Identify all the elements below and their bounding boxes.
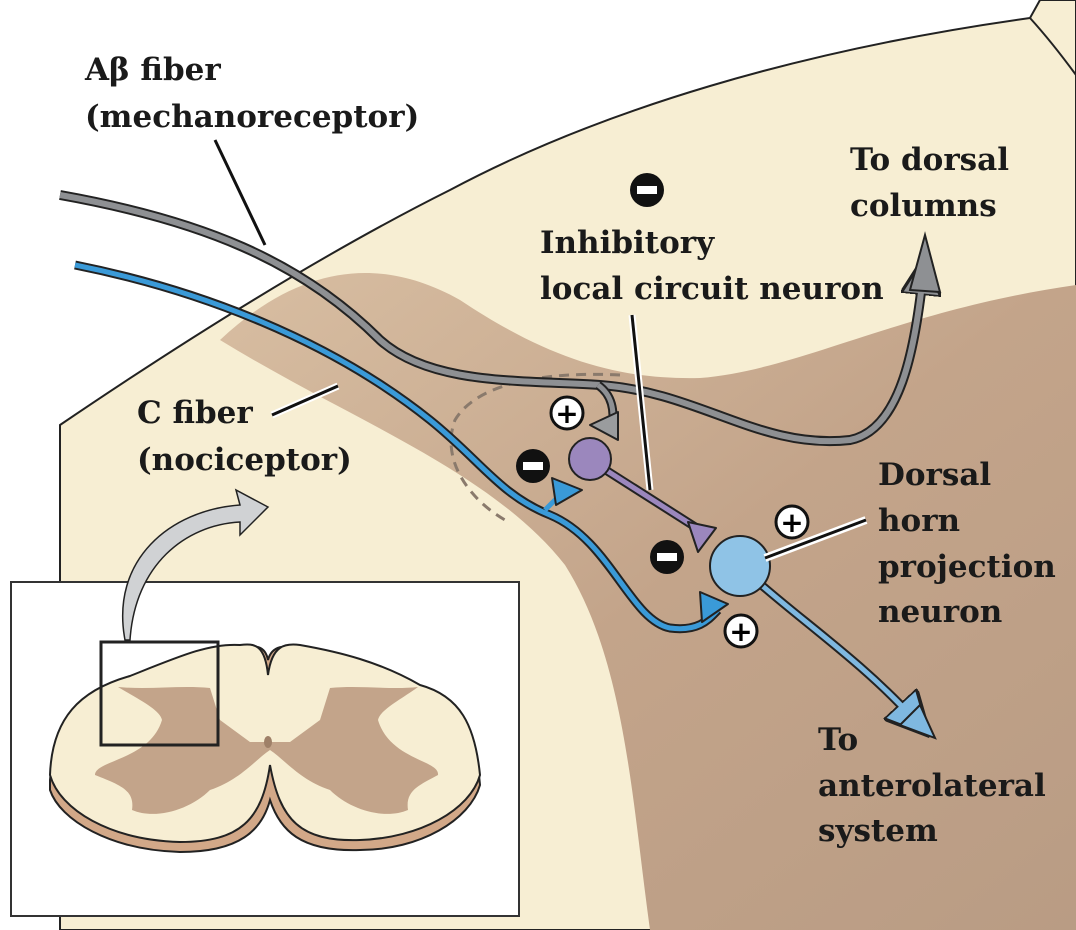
svg-text:+: + (729, 615, 752, 648)
inset-zoom-box (99, 640, 220, 747)
label-ab-fiber: Aβ fiber(mechanoreceptor) (84, 52, 419, 135)
ab-fiber (59, 190, 942, 447)
leader-lines (211, 138, 868, 562)
c-fiber-terminal-inhibitory (551, 477, 583, 506)
sign-minus-legend (630, 173, 664, 207)
spinal-cord-inset (10, 488, 520, 917)
sign-plus-ab: + (549, 395, 585, 431)
sign-plus-c-fiber: + (723, 613, 759, 649)
svg-text:+: + (555, 397, 578, 430)
svg-text:+: + (780, 506, 803, 539)
white-matter-notch (1029, 17, 1076, 76)
sign-minus-inhibitory (650, 540, 684, 574)
label-c-fiber: C fiber(nociceptor) (137, 395, 352, 478)
c-fiber (74, 260, 729, 634)
anterolateral-arrowhead (898, 703, 937, 740)
substantia-gelatinosa-outline (449, 372, 621, 522)
inhibitory-neuron (568, 437, 717, 553)
zoom-arrow-icon (122, 488, 270, 641)
ab-fiber-terminal (589, 411, 619, 441)
sign-minus-c-fiber (516, 449, 550, 483)
dorsal-columns-arrowhead (908, 231, 942, 294)
cord-gray-matter (95, 687, 439, 814)
projection-neuron (709, 535, 937, 740)
sign-plus-projection: + (774, 504, 810, 540)
c-fiber-terminal-projection (699, 591, 729, 623)
